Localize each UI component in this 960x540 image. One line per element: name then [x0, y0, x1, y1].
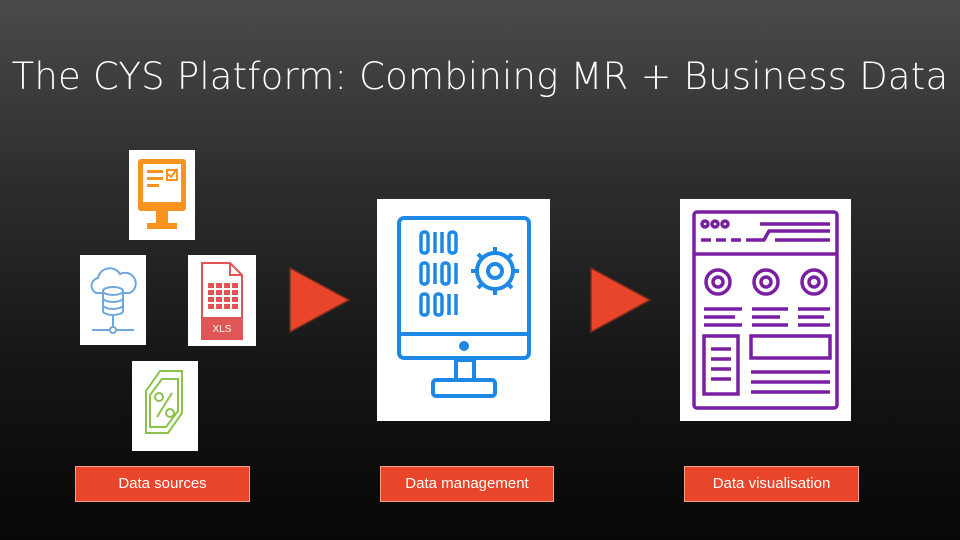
data-management-tile: [377, 199, 550, 421]
flow-arrow-2: [589, 266, 653, 334]
dashboard-window-icon: [692, 210, 839, 410]
data-sources-label: Data sources: [75, 466, 250, 502]
xls-file-tile: XLS: [188, 255, 256, 346]
slide-title: The CYS Platform: Combining MR + Busines…: [11, 55, 949, 98]
cloud-database-tile: [80, 255, 146, 345]
flow-arrow-1: [288, 266, 352, 334]
xls-caption: XLS: [213, 324, 232, 335]
percent-tag-icon: [145, 370, 183, 434]
data-management-label: Data management: [380, 466, 554, 502]
data-visualisation-label: Data visualisation: [684, 466, 859, 502]
data-visualisation-tile: [680, 199, 851, 421]
survey-monitor-tile: [129, 150, 195, 240]
triangle-arrow-icon: [590, 266, 652, 334]
triangle-arrow-icon: [289, 266, 351, 334]
survey-monitor-icon: [138, 159, 186, 229]
percent-tag-tile: [132, 361, 198, 451]
cloud-database-icon: [90, 267, 137, 334]
binary-monitor-gear-icon: [397, 216, 531, 398]
xls-file-icon: XLS: [201, 262, 243, 340]
